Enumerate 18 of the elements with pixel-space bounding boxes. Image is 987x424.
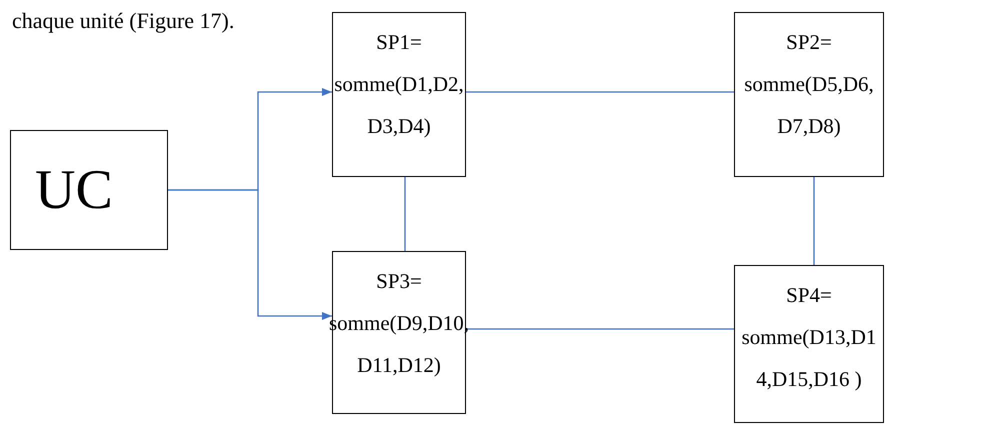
box-heading: SP2= [785,29,833,56]
box-heading: SP1= [375,29,423,56]
formula-text: somme(D1,D2, D3,D4) [333,71,465,140]
connector-line [813,177,815,265]
note-text: chaque unité (Figure 17). [12,10,234,32]
process-box [734,12,884,177]
connector-line [466,328,734,330]
formula-text: somme(D5,D6, D7,D8) [743,71,875,140]
process-box [10,130,168,250]
connector-line [466,91,734,93]
box-label: UC [35,162,113,218]
process-box [734,265,884,423]
arrow [168,189,332,320]
box-heading: SP3= [375,268,423,295]
formula-text: somme(D13,D1 4,D15,D16 ) [740,324,878,393]
connector-line [404,177,406,251]
box-heading: SP4= [785,282,833,309]
process-box [332,12,466,177]
